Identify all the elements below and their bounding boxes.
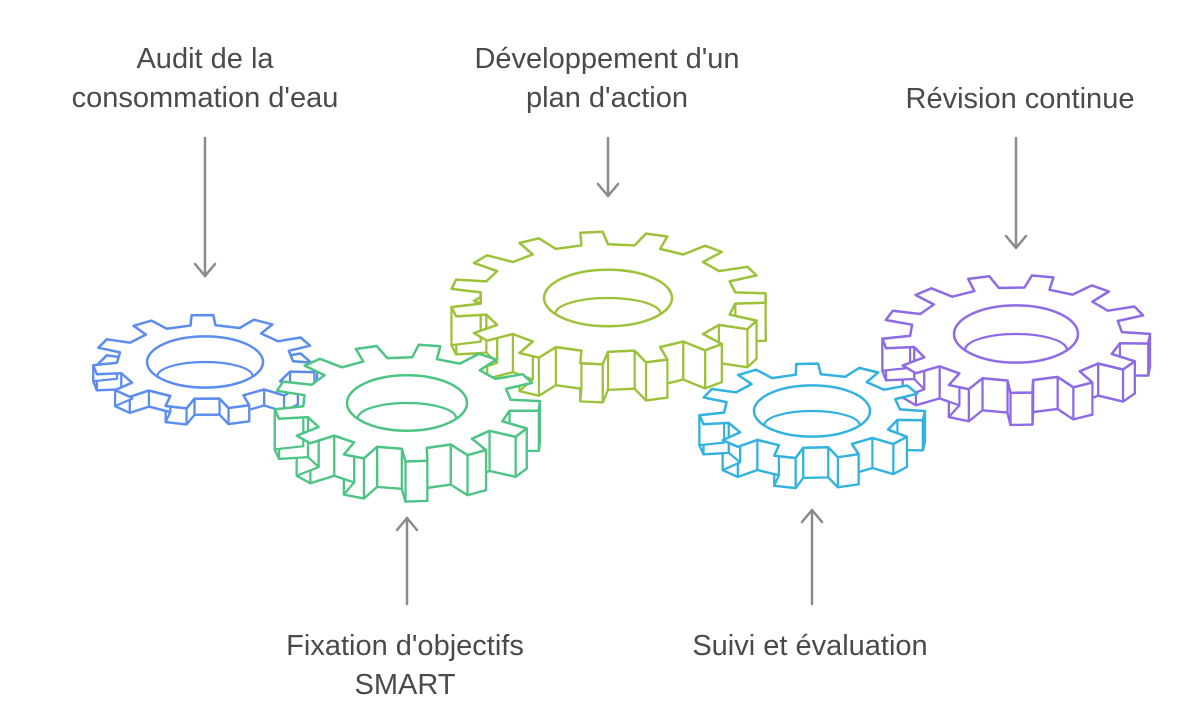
gear-suivi [698, 362, 927, 490]
arrow-plan [596, 136, 620, 198]
gear-rev-side [1009, 391, 1034, 426]
label-plan-line-1: Développement d'un [474, 43, 740, 75]
gear-rev-side [1072, 381, 1094, 421]
gears-layer [92, 230, 1152, 503]
gear-audit-hole-rim [156, 360, 254, 377]
gear-smart-side [425, 443, 452, 489]
label-revision: Révision continue [850, 80, 1190, 119]
arrow-rev [1004, 136, 1028, 250]
gear-smart-side [376, 445, 403, 490]
gear-plan-side [644, 358, 669, 402]
gear-rev-side [1031, 375, 1059, 414]
arrow-suivi [800, 508, 824, 606]
label-audit-line-2: consommation d'eau [71, 82, 339, 114]
arrow-audit [193, 136, 217, 278]
label-smart-line-1: Fixation d'objectifs [286, 630, 524, 662]
gear-suivi-side [836, 453, 860, 489]
label-revision-line-1: Révision continue [905, 83, 1135, 115]
label-plan: Développement d'un plan d'action [437, 40, 777, 118]
gear-plan-side [554, 346, 583, 390]
gear-plan [450, 230, 767, 404]
gear-plan-side [717, 323, 749, 369]
label-smart-line-2: SMART [354, 669, 456, 701]
label-smart: Fixation d'objectifs SMART [235, 627, 575, 705]
gear-suivi-hole-rim [763, 409, 861, 426]
gear-rev-hole-rim [964, 332, 1068, 350]
gear-rev [881, 274, 1152, 427]
gear-plan-side [579, 362, 604, 404]
gear-plan-hole-rim [554, 296, 662, 314]
label-audit: Audit de la consommation d'eau [35, 40, 375, 118]
arrows-layer [193, 136, 1028, 606]
label-suivi: Suivi et évaluation [640, 627, 980, 666]
gear-smart-hole-rim [356, 401, 458, 419]
gear-rev-side [981, 377, 1009, 414]
label-plan-line-2: plan d'action [526, 82, 688, 114]
gear-smart-side [466, 449, 488, 497]
gear-smart-side [488, 429, 517, 478]
gear-plan-side [606, 349, 636, 391]
label-audit-line-1: Audit de la [136, 43, 274, 75]
gear-audit-side [193, 397, 221, 416]
label-suivi-line-1: Suivi et évaluation [692, 630, 928, 662]
arrow-smart [395, 516, 419, 606]
gear-smart [273, 343, 542, 503]
gear-smart-side [404, 459, 429, 503]
gear-suivi-side [802, 446, 830, 479]
